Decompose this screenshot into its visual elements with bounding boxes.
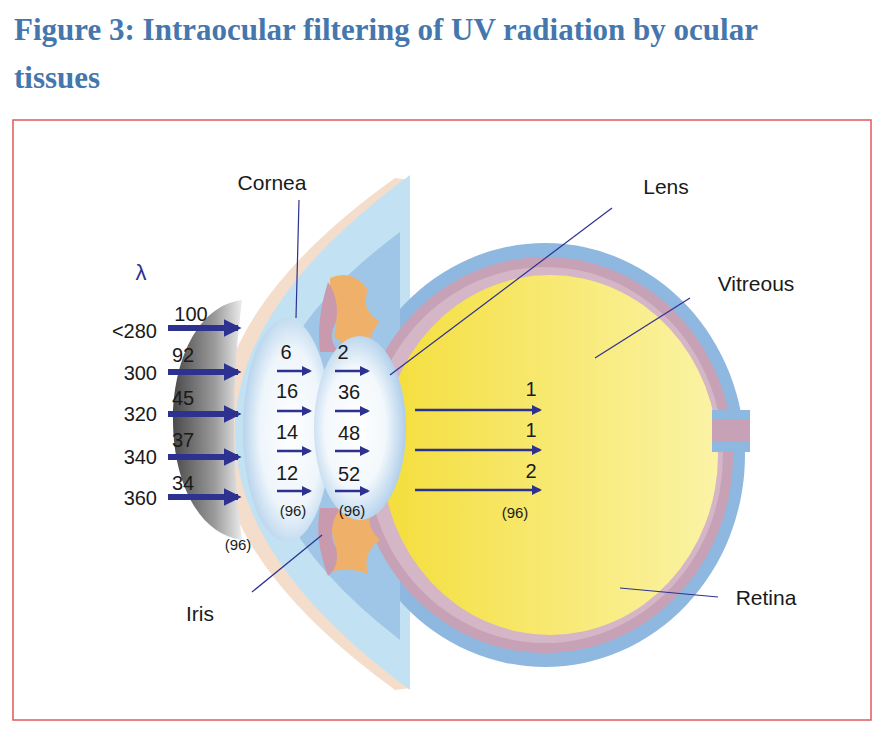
callout-number: 37 (172, 429, 194, 451)
part-label: Cornea (238, 171, 307, 194)
part-label: Retina (736, 586, 797, 609)
callout-number: 52 (338, 463, 360, 485)
callout-number: 92 (172, 344, 194, 366)
callout-number: 2 (525, 460, 536, 482)
callout-number: 45 (172, 387, 194, 409)
callout-number: 100 (174, 303, 207, 325)
callout-number: 36 (338, 381, 360, 403)
symbol-label: λ (136, 261, 147, 285)
wavelength-label: 300 (124, 362, 157, 384)
callout-number: 16 (276, 380, 298, 402)
percent-note: (96) (225, 537, 252, 554)
callout-number: 1 (525, 419, 536, 441)
part-label: Iris (186, 602, 214, 625)
part-label: Vitreous (718, 272, 795, 295)
wavelength-label: 320 (124, 403, 157, 425)
callout-number: 34 (172, 472, 194, 494)
callout-number: 48 (338, 422, 360, 444)
percent-note: (96) (280, 503, 307, 520)
callout-number: 6 (280, 341, 291, 363)
wavelength-label: 360 (124, 487, 157, 509)
percent-note: (96) (502, 505, 529, 522)
callout-number: 1 (525, 378, 536, 400)
wavelength-label: <280 (112, 320, 157, 342)
callout-number: 2 (337, 341, 348, 363)
part-label: Lens (643, 175, 689, 198)
callout-number: 14 (276, 421, 298, 443)
callout-number: 12 (276, 462, 298, 484)
figure-title: Figure 3: Intraocular filtering of UV ra… (14, 6, 764, 102)
percent-note: (96) (339, 503, 366, 520)
wavelength-label: 340 (124, 446, 157, 468)
